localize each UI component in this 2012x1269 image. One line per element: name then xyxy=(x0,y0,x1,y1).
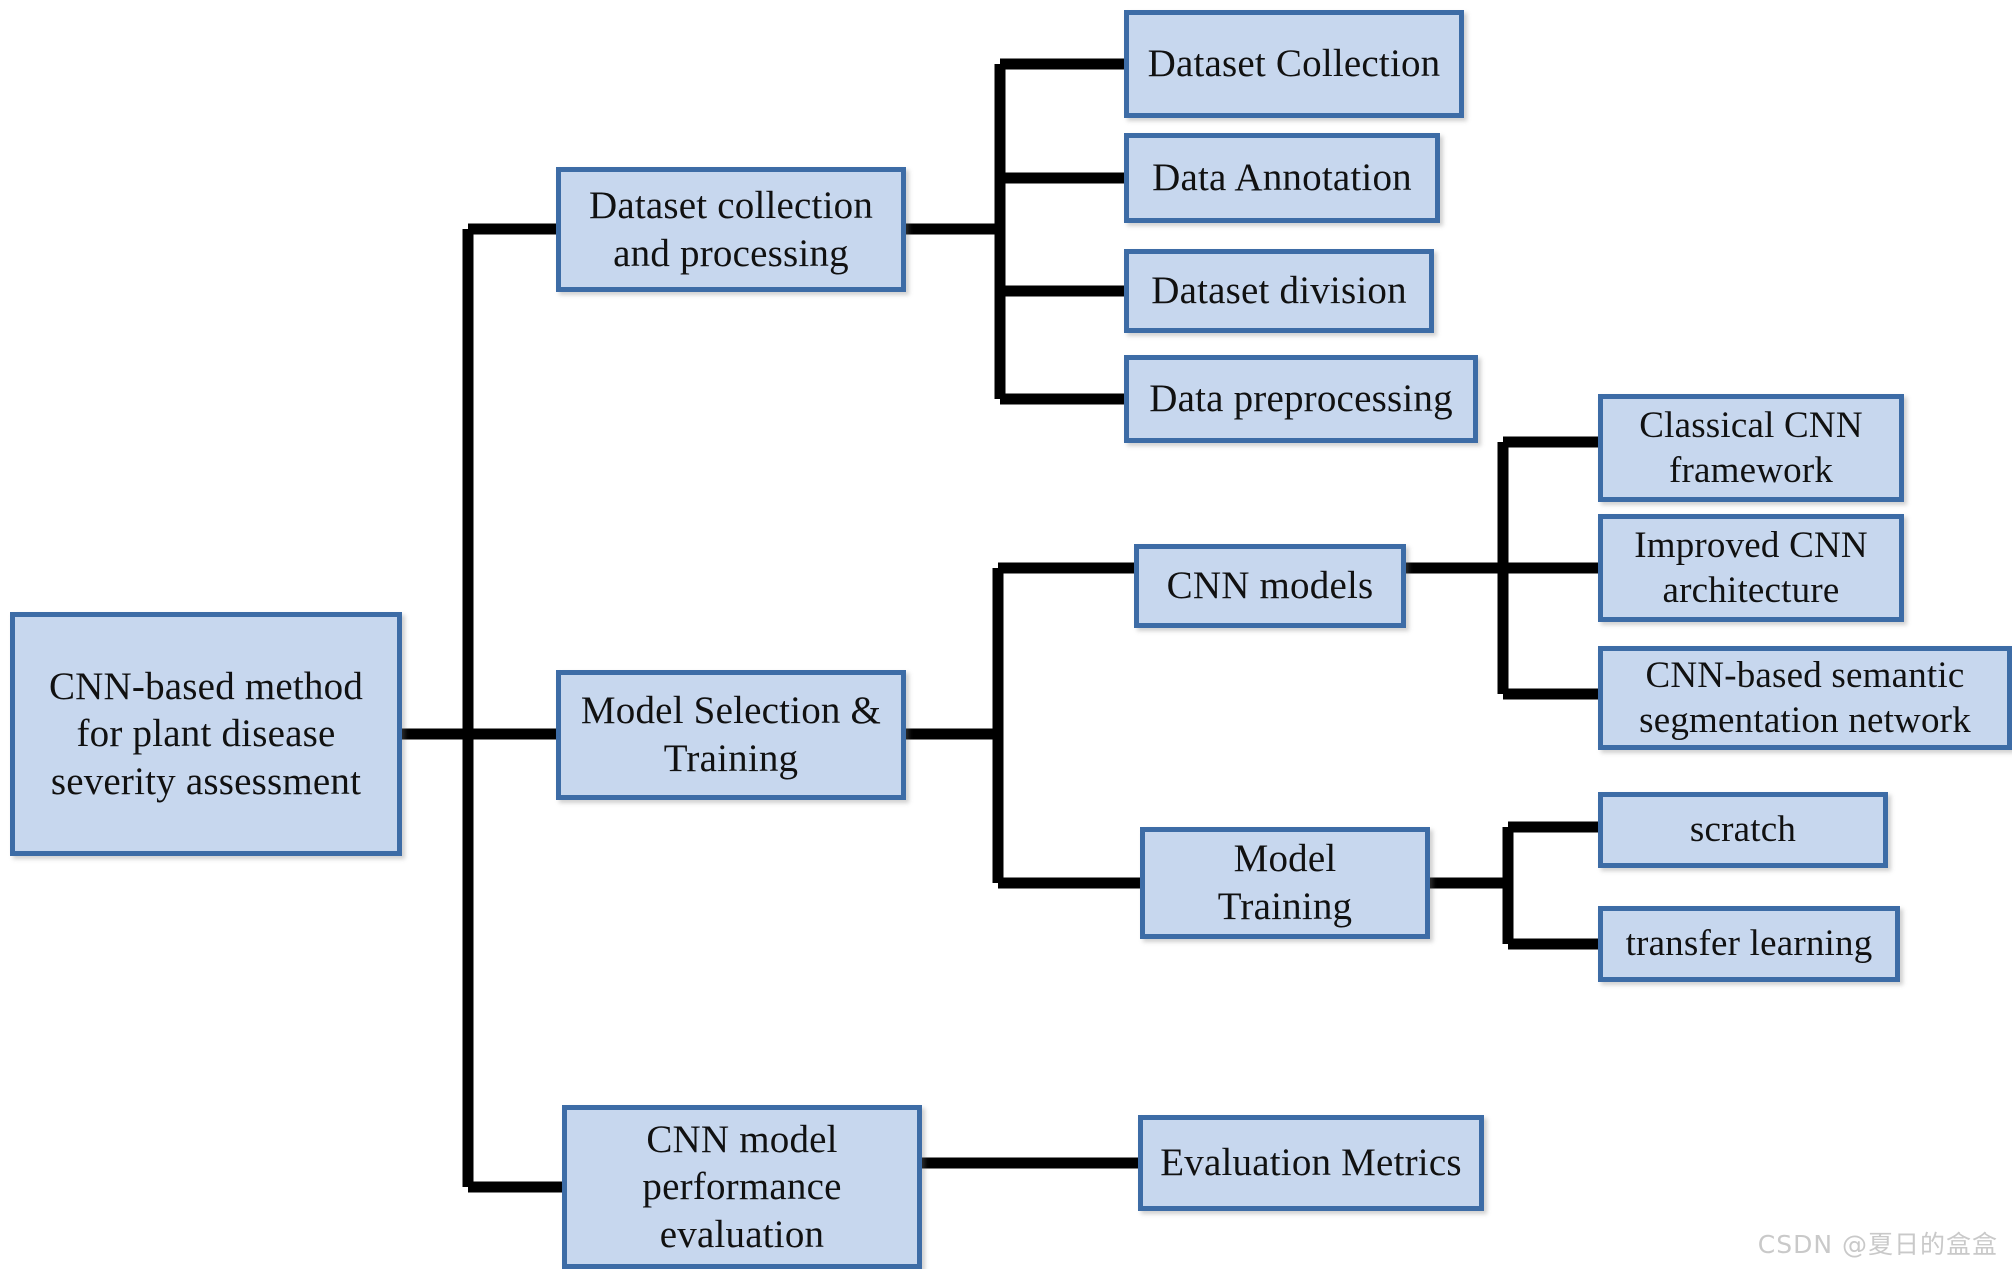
node-evaluation-metrics[interactable]: Evaluation Metrics xyxy=(1138,1115,1484,1211)
node-model-training[interactable]: Model Training xyxy=(1140,827,1430,939)
node-cnn-model-performance-evaluation[interactable]: CNN model performance evaluation xyxy=(562,1105,922,1269)
node-dataset-collection[interactable]: Dataset Collection xyxy=(1124,10,1464,118)
node-scratch-label: scratch xyxy=(1689,809,1797,851)
node-data-preprocessing[interactable]: Data preprocessing xyxy=(1124,355,1478,443)
node-cnn-models-label: CNN models xyxy=(1166,564,1374,608)
node-model-selection-and-training[interactable]: Model Selection & Training xyxy=(556,670,906,800)
node-root[interactable]: CNN-based method for plant disease sever… xyxy=(10,612,402,856)
node-improved-cnn-architecture[interactable]: Improved CNN architecture xyxy=(1598,514,1904,622)
node-root-label: CNN-based method for plant disease sever… xyxy=(48,664,364,803)
node-dataset-division-label: Dataset division xyxy=(1151,269,1407,313)
node-model-selection-and-training-label: Model Selection & Training xyxy=(580,689,882,780)
node-cnn-models[interactable]: CNN models xyxy=(1134,544,1406,628)
node-cnn-based-semantic-segmentation-network-label: CNN-based semantic segmentation network xyxy=(1639,654,1971,741)
node-data-annotation[interactable]: Data Annotation xyxy=(1124,133,1440,223)
csdn-watermark: CSDN @夏日的盒盒 xyxy=(1757,1230,1998,1259)
node-evaluation-metrics-label: Evaluation Metrics xyxy=(1160,1141,1462,1185)
node-dataset-division[interactable]: Dataset division xyxy=(1124,249,1434,333)
node-improved-cnn-architecture-label: Improved CNN architecture xyxy=(1634,524,1868,611)
node-classical-cnn-framework-label: Classical CNN framework xyxy=(1639,404,1863,491)
node-scratch[interactable]: scratch xyxy=(1598,792,1888,868)
node-dataset-collection-and-processing[interactable]: Dataset collection and processing xyxy=(556,167,906,292)
node-dataset-collection-and-processing-label: Dataset collection and processing xyxy=(588,183,874,275)
node-classical-cnn-framework[interactable]: Classical CNN framework xyxy=(1598,394,1904,502)
node-data-preprocessing-label: Data preprocessing xyxy=(1149,377,1453,421)
node-dataset-collection-label: Dataset Collection xyxy=(1147,42,1441,86)
node-data-annotation-label: Data Annotation xyxy=(1152,156,1412,200)
node-transfer-learning[interactable]: transfer learning xyxy=(1598,906,1900,982)
node-cnn-based-semantic-segmentation-network[interactable]: CNN-based semantic segmentation network xyxy=(1598,646,2012,750)
node-transfer-learning-label: transfer learning xyxy=(1625,923,1873,965)
node-model-training-label: Model Training xyxy=(1217,837,1353,928)
node-cnn-model-performance-evaluation-label: CNN model performance evaluation xyxy=(642,1117,842,1256)
